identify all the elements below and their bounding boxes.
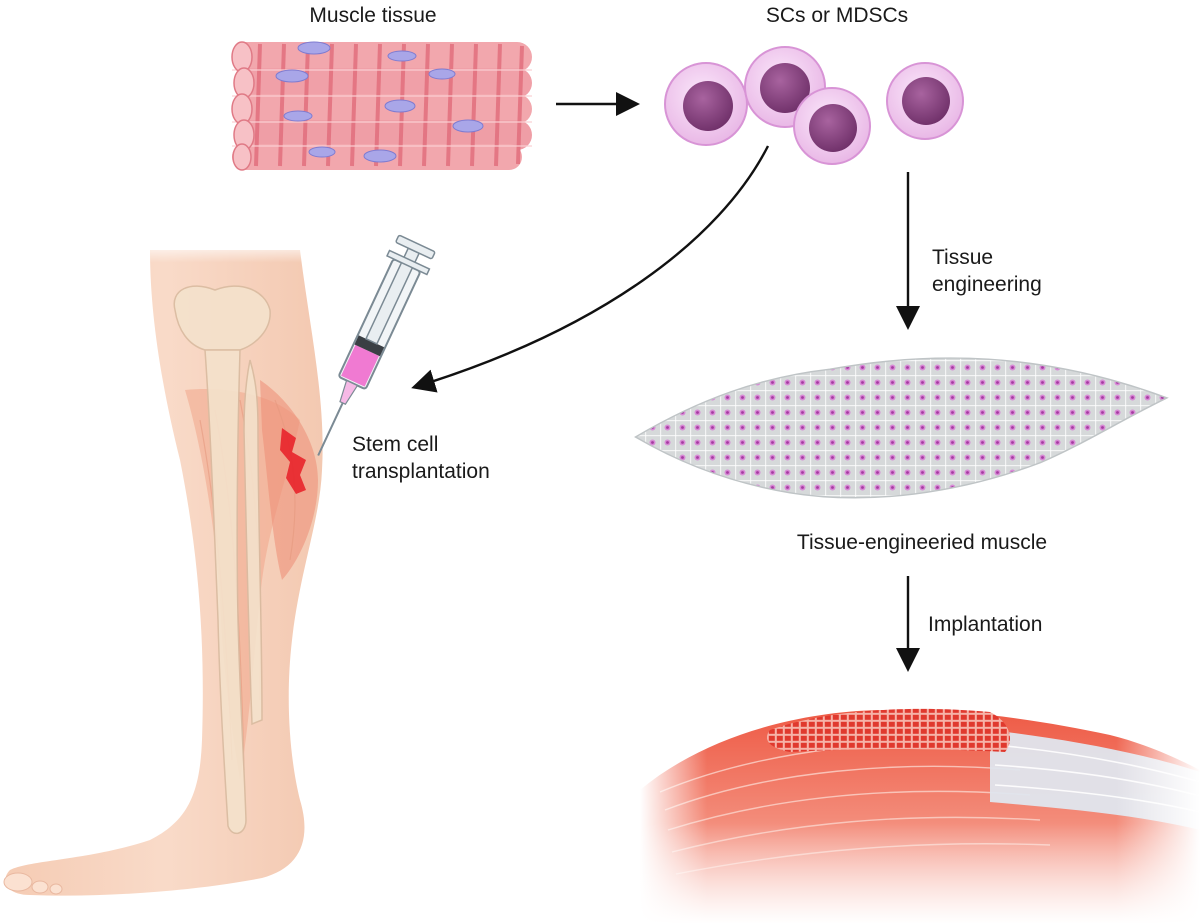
label-stem-cell-1: Stem cell xyxy=(352,433,439,456)
implanted-muscle-illustration xyxy=(640,700,1200,924)
label-muscle-tissue: Muscle tissue xyxy=(309,4,437,27)
label-engineered-muscle: Tissue-engineeried muscle xyxy=(796,531,1048,554)
label-implantation: Implantation xyxy=(928,613,1043,636)
arrow-to-transplantation xyxy=(411,145,770,393)
stem-cell-icon xyxy=(664,46,964,165)
label-stem-cell-2: transplantation xyxy=(352,460,490,483)
muscle-tissue-illustration xyxy=(231,41,532,171)
leg-illustration xyxy=(3,240,330,896)
label-cells: SCs or MDSCs xyxy=(765,4,909,27)
syringe-icon xyxy=(317,234,436,456)
label-tissue-engineering-2: engineering xyxy=(932,273,1042,296)
label-tissue-engineering-1: Tissue xyxy=(932,246,994,269)
engineered-muscle-sheet xyxy=(634,357,1169,499)
